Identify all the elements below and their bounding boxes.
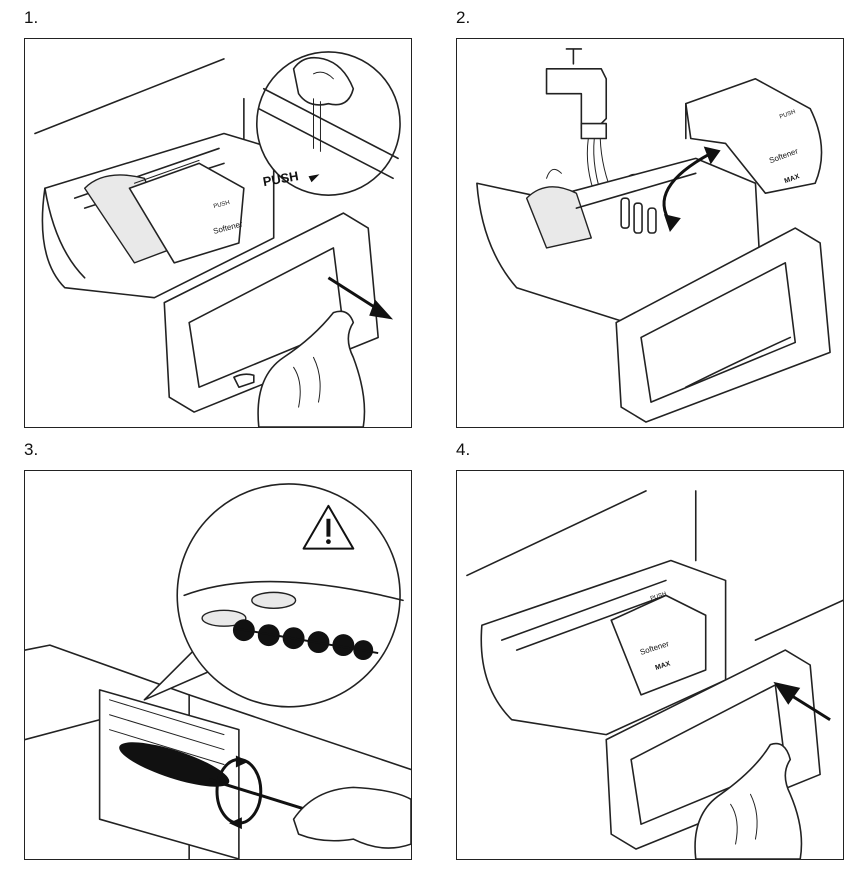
drawer-front-2 xyxy=(615,227,831,423)
hand-icon-4 xyxy=(694,742,803,859)
step-3-number: 3. xyxy=(24,440,39,459)
warning-icon xyxy=(302,504,355,550)
max-label-2: MAX xyxy=(784,173,801,185)
tap-icon xyxy=(545,48,608,140)
step-4-number: 4. xyxy=(456,440,471,459)
push-in-arrow-icon xyxy=(773,681,831,721)
step-3-panel xyxy=(24,470,412,860)
finger-1 xyxy=(292,56,355,106)
push-small-label-1: PUSH xyxy=(213,200,231,210)
rotate-icon xyxy=(215,755,263,830)
hand-icon-3 xyxy=(292,786,411,849)
push-arrow-icon xyxy=(308,174,320,183)
step-3-illustration xyxy=(25,483,411,859)
max-label-4: MAX xyxy=(654,660,671,672)
step-1-number: 1. xyxy=(24,8,39,27)
push-large-label: PUSH xyxy=(262,168,300,189)
step-1-panel: Softener PUSH PUSH xyxy=(24,38,412,428)
step-2-illustration: Softener PUSH MAX xyxy=(476,48,831,423)
drawer-front-4 xyxy=(605,649,821,850)
step-2-number: 2. xyxy=(456,8,471,27)
drawer-front xyxy=(163,212,379,413)
push-small-label-2: PUSH xyxy=(779,109,797,120)
push-small-label-4: PUSH xyxy=(650,591,668,602)
zoom-circle-1 xyxy=(256,51,401,196)
step-1-illustration: Softener PUSH PUSH xyxy=(34,51,401,427)
step-4-panel: Softener PUSH MAX xyxy=(456,470,844,860)
lift-arrow-icon xyxy=(662,146,721,233)
step-4-illustration: Softener PUSH MAX xyxy=(466,490,843,859)
step-2-panel: Softener PUSH MAX xyxy=(456,38,844,428)
pull-arrow-icon xyxy=(327,276,394,320)
hand-icon-1 xyxy=(257,310,366,427)
softener-lid xyxy=(685,78,823,195)
